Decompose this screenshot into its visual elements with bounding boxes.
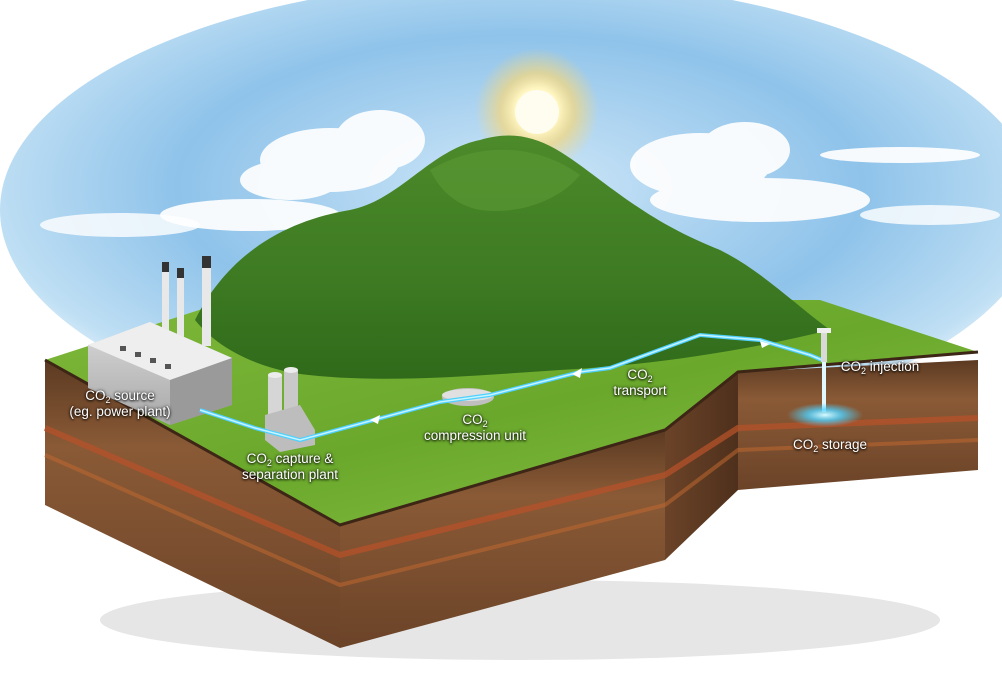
co2-storage-reservoir	[787, 403, 863, 427]
hill	[195, 135, 830, 379]
soil-step	[665, 372, 738, 560]
label-co2-transport-line1: CO2	[627, 367, 653, 384]
cloud-icon	[40, 205, 1000, 237]
label-co2-source-line2: (eg. power plant)	[69, 404, 171, 419]
label-co2-compression-line1: CO2	[462, 412, 488, 429]
label-co2-injection: CO2 injection	[810, 359, 950, 376]
grass-edge	[44, 350, 979, 527]
label-co2-storage-line1: CO2 storage	[792, 437, 868, 454]
label-co2-transport-line2: transport	[613, 383, 667, 398]
soil-front-middle	[340, 430, 665, 648]
soil-front-left	[45, 360, 340, 648]
label-co2-storage: CO2 storage	[765, 437, 895, 454]
cloud-icon	[160, 110, 425, 231]
label-co2-injection-line1: CO2 injection	[840, 359, 920, 376]
hill-highlight	[430, 149, 580, 211]
label-co2-source: CO2 source (eg. power plant)	[40, 388, 200, 420]
injection-well	[817, 328, 831, 412]
flow-arrow-icon	[760, 341, 770, 348]
flow-arrow-icon	[572, 368, 582, 378]
label-co2-capture: CO2 capture & separation plant	[215, 451, 365, 483]
cloud-icon	[630, 122, 980, 222]
label-co2-capture-line1: CO2 capture &	[246, 451, 334, 468]
label-co2-capture-line2: separation plant	[241, 467, 339, 482]
label-co2-compression: CO2 compression unit	[395, 412, 555, 444]
label-co2-source-line1: CO2 source	[85, 388, 155, 405]
sun-core	[515, 90, 559, 134]
soil-band	[44, 438, 979, 588]
label-co2-compression-line2: compression unit	[423, 428, 527, 443]
label-co2-transport: CO2 transport	[585, 367, 695, 399]
power-plant	[88, 256, 232, 425]
flow-arrow-icon	[370, 415, 380, 424]
